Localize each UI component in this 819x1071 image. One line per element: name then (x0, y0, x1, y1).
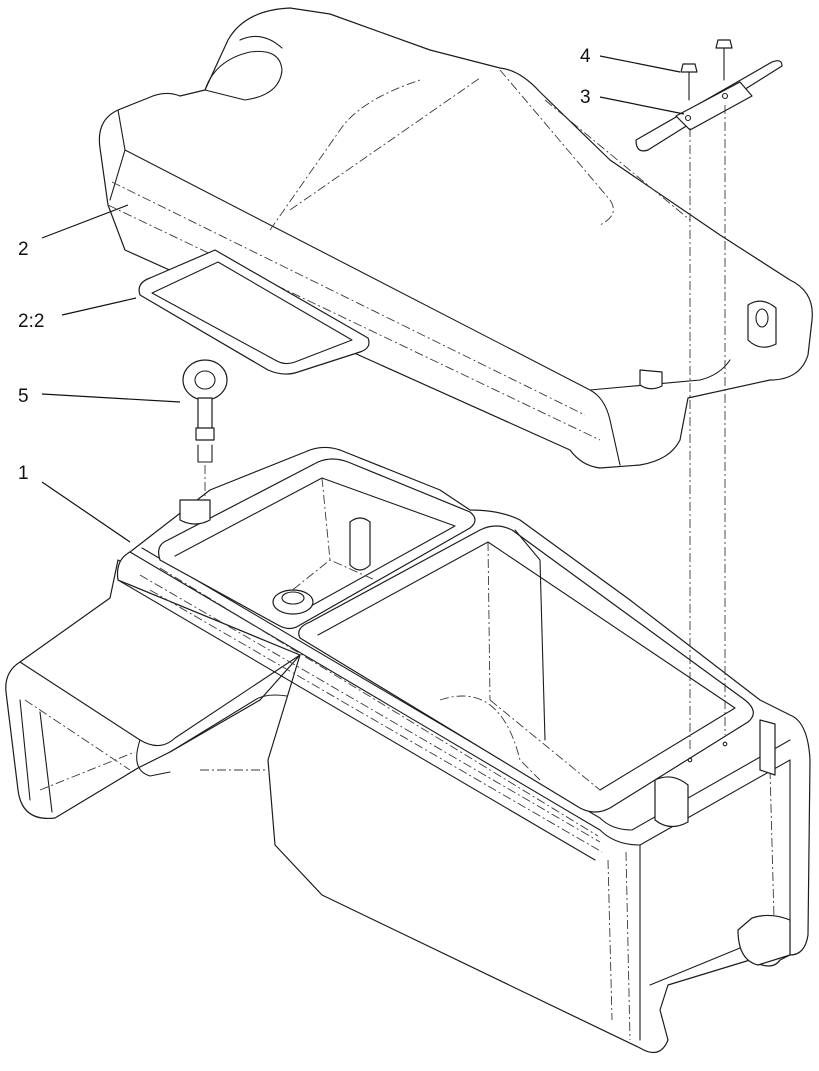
leader-line-2 (41, 204, 129, 239)
leader-line-5 (41, 393, 181, 403)
part-2-cover (98, 7, 813, 469)
callout-item-2: 2 (18, 239, 29, 260)
leader-line-4 (599, 55, 681, 73)
leader-line-1 (41, 481, 131, 543)
part-1-base-tray (5, 446, 811, 1054)
callout-item-3: 3 (580, 87, 591, 108)
part-3-strap-bar (635, 60, 783, 152)
leader-line-3 (599, 96, 685, 115)
part-4-screws (680, 39, 733, 750)
leader-line-2-2 (61, 297, 137, 316)
callout-item-4: 4 (580, 46, 591, 67)
part-5-eye-bolt (182, 359, 228, 500)
part-2-2-gasket (138, 249, 370, 375)
callout-item-1: 1 (18, 463, 29, 484)
callout-item-5: 5 (18, 386, 29, 407)
callout-item-2-2: 2:2 (18, 311, 44, 332)
